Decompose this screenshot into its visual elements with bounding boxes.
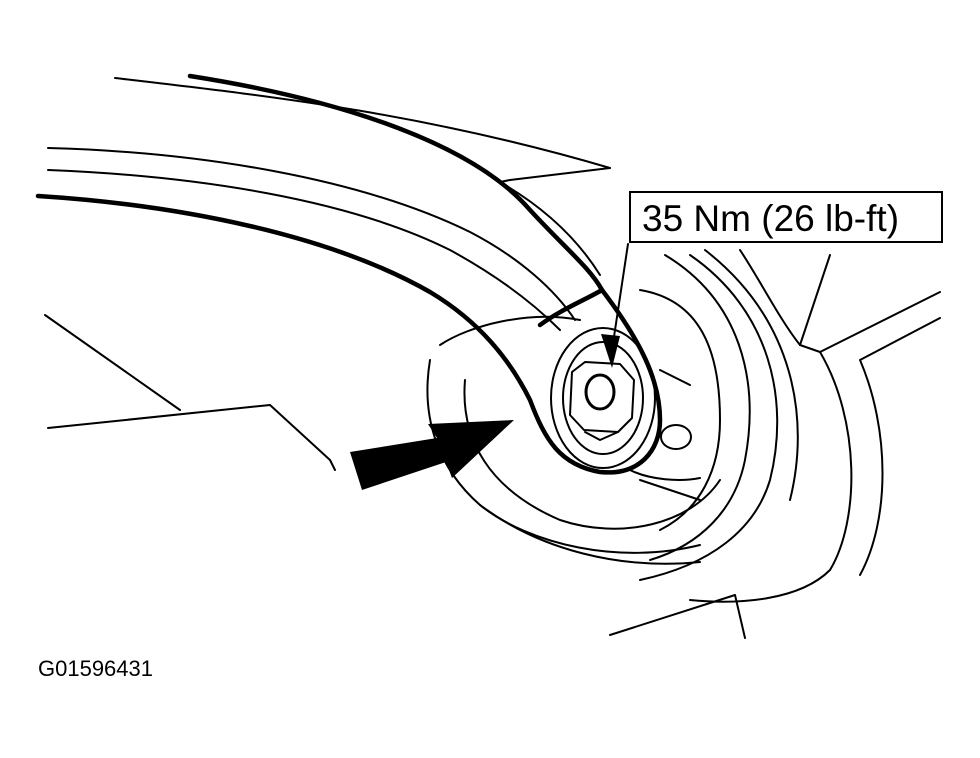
figure-id: G01596431 [38,656,153,681]
torque-label: 35 Nm (26 lb-ft) [642,198,899,239]
bottom-lines [609,594,746,639]
control-arm [35,73,663,475]
lower-left-body [44,314,701,565]
callout-box [629,191,943,243]
torque-callout: 35 Nm (26 lb-ft) [601,191,943,368]
bushing-rings [426,249,799,581]
pointer-arrow [350,420,514,490]
bolt-nut [550,327,656,469]
right-frame-lines [689,249,941,603]
